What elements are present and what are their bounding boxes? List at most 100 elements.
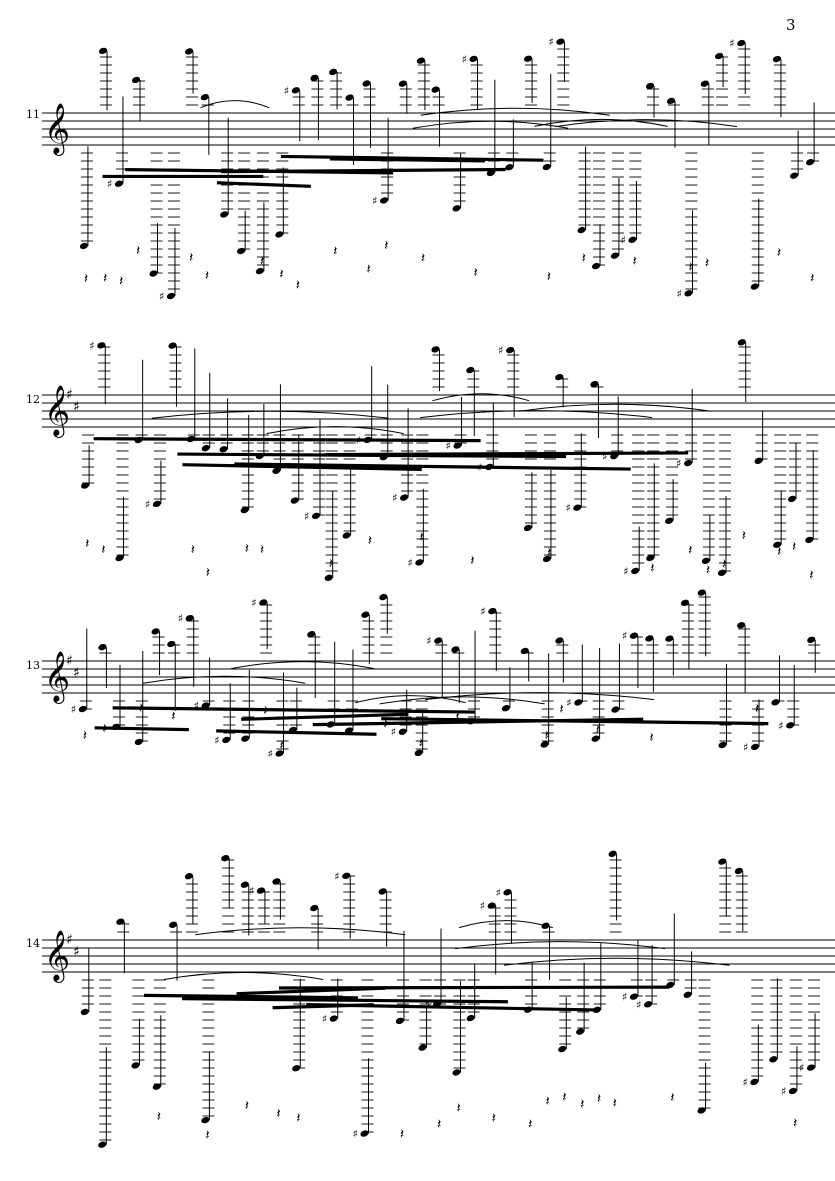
rest-icon: 𝄽 [279, 738, 283, 754]
notehead [540, 741, 549, 748]
notehead [290, 497, 299, 504]
notehead [219, 446, 228, 453]
sharp-icon: ♯ [622, 630, 627, 643]
rest-icon: 𝄽 [279, 266, 283, 282]
rest-icon: 𝄽 [157, 1109, 161, 1125]
rest-icon: 𝄽 [245, 1098, 249, 1114]
sharp-icon: ♯ [334, 870, 339, 883]
notehead [807, 636, 816, 643]
notehead [684, 290, 693, 297]
rest-icon: 𝄽 [649, 730, 653, 746]
slur [231, 661, 375, 670]
notehead [608, 850, 617, 857]
notehead [98, 47, 108, 55]
slur [420, 107, 610, 116]
rest-icon: 𝄽 [809, 568, 813, 584]
sharp-icon: ♯ [304, 510, 309, 523]
notehead [220, 211, 229, 218]
sharp-icon: ♯ [251, 596, 256, 609]
notehead [790, 172, 799, 179]
sharp-icon: ♯ [566, 696, 571, 709]
slur [420, 410, 653, 419]
rest-icon: 𝄽 [103, 270, 107, 286]
sharp-icon: ♯ [548, 36, 553, 49]
notehead [665, 635, 674, 642]
notehead [506, 346, 515, 354]
rest-icon: 𝄽 [742, 528, 746, 544]
notehead [275, 750, 284, 757]
rest-icon: 𝄽 [85, 536, 89, 552]
notehead [400, 494, 409, 501]
notehead [523, 55, 533, 62]
notehead [487, 902, 496, 909]
rest-icon: 𝄽 [136, 243, 140, 259]
notehead [577, 226, 586, 234]
sharp-icon: ♯ [392, 492, 397, 505]
notehead [256, 887, 266, 894]
notehead [311, 512, 321, 520]
notehead [98, 1141, 107, 1148]
rest-icon: 𝄽 [580, 1096, 584, 1112]
notehead [415, 559, 424, 566]
slur [195, 927, 406, 936]
notehead [665, 517, 674, 524]
rest-icon: 𝄽 [368, 533, 372, 549]
notehead [556, 38, 565, 45]
beam [93, 437, 481, 443]
sharp-icon: ♯ [73, 944, 80, 960]
notehead [98, 643, 107, 651]
notehead [360, 1130, 369, 1137]
slur [534, 118, 668, 127]
rest-icon: 𝄽 [559, 701, 563, 717]
sharp-icon: ♯ [622, 991, 627, 1004]
sharp-icon: ♯ [778, 719, 783, 732]
beam [125, 167, 394, 175]
notehead [272, 467, 281, 474]
notehead [418, 1044, 427, 1051]
notehead [505, 164, 514, 171]
slur [379, 696, 545, 705]
beam [329, 157, 485, 163]
notehead [697, 589, 706, 596]
sharp-icon: ♯ [249, 885, 254, 898]
sharp-icon: ♯ [676, 287, 681, 300]
notehead [80, 1008, 89, 1016]
beam [241, 712, 409, 721]
sharp-icon: ♯ [480, 605, 485, 618]
notehead [221, 854, 230, 862]
sharp-icon: ♯ [71, 703, 76, 716]
rest-icon: 𝄽 [171, 708, 175, 724]
rest-icon: 𝄽 [688, 543, 692, 559]
sharp-icon: ♯ [89, 339, 94, 352]
notehead [310, 74, 319, 82]
measure-number-11: 11 [26, 108, 40, 121]
notehead [151, 628, 160, 635]
notehead [805, 536, 814, 544]
notehead [591, 262, 601, 270]
notehead [734, 867, 743, 875]
rest-icon: 𝄽 [119, 274, 123, 290]
rest-icon: 𝄽 [400, 1127, 404, 1143]
notehead [414, 749, 423, 757]
notehead [184, 48, 194, 55]
notehead [684, 459, 693, 467]
notehead [134, 738, 143, 746]
rest-icon: 𝄽 [437, 1117, 441, 1133]
beam [278, 985, 670, 990]
notehead [240, 881, 249, 888]
slur [455, 941, 666, 950]
notehead [259, 599, 268, 606]
notehead [168, 342, 177, 349]
sharp-icon: ♯ [729, 37, 734, 50]
sharp-icon: ♯ [781, 1085, 786, 1098]
slur [412, 120, 569, 129]
notehead [345, 94, 354, 101]
slur [432, 393, 530, 402]
notehead [324, 574, 333, 581]
slur [459, 920, 553, 929]
sharp-icon: ♯ [322, 1013, 327, 1026]
rest-icon: 𝄽 [470, 553, 474, 569]
sharp-icon: ♯ [194, 700, 199, 713]
rest-icon: 𝄽 [582, 251, 586, 267]
